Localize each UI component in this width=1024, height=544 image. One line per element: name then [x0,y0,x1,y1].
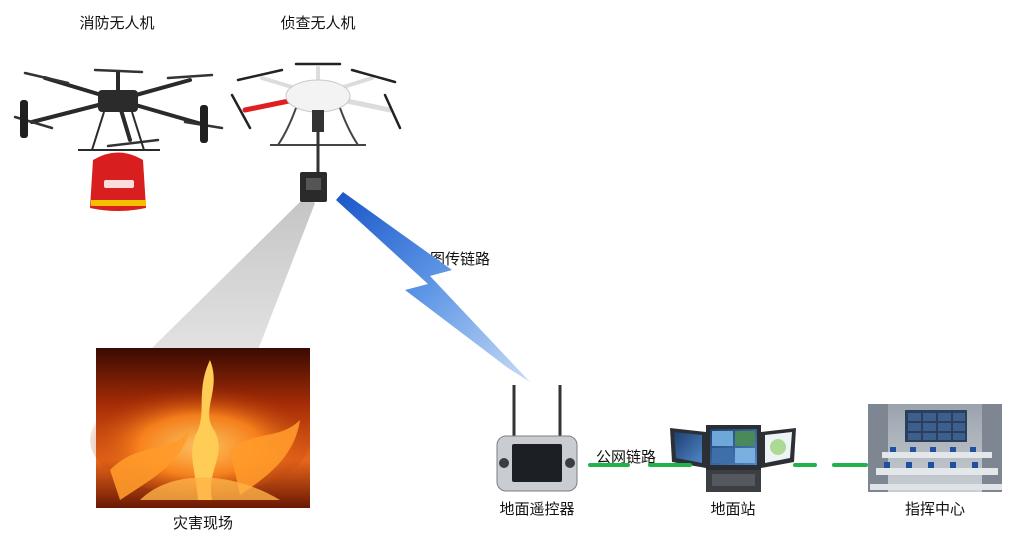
command-center-label: 指挥中心 [904,500,966,518]
public-link-label: 公网链路 [595,448,657,466]
fire-drone [13,68,224,211]
image-link-bolt [336,192,530,382]
fire-drone-label: 消防无人机 [79,14,155,32]
disaster-site-label: 灾害现场 [172,514,234,532]
camera-beam [150,197,315,350]
ground-controller [496,385,578,492]
ground-controller-label: 地面遥控器 [499,500,575,518]
image-link-label: 图传链路 [429,250,491,268]
disaster-site-image [90,348,310,508]
ground-station-label: 地面站 [710,500,756,518]
ground-station [670,425,796,492]
recon-drone-label: 侦查无人机 [280,14,356,32]
recon-drone [230,62,402,202]
command-center [868,404,1002,492]
